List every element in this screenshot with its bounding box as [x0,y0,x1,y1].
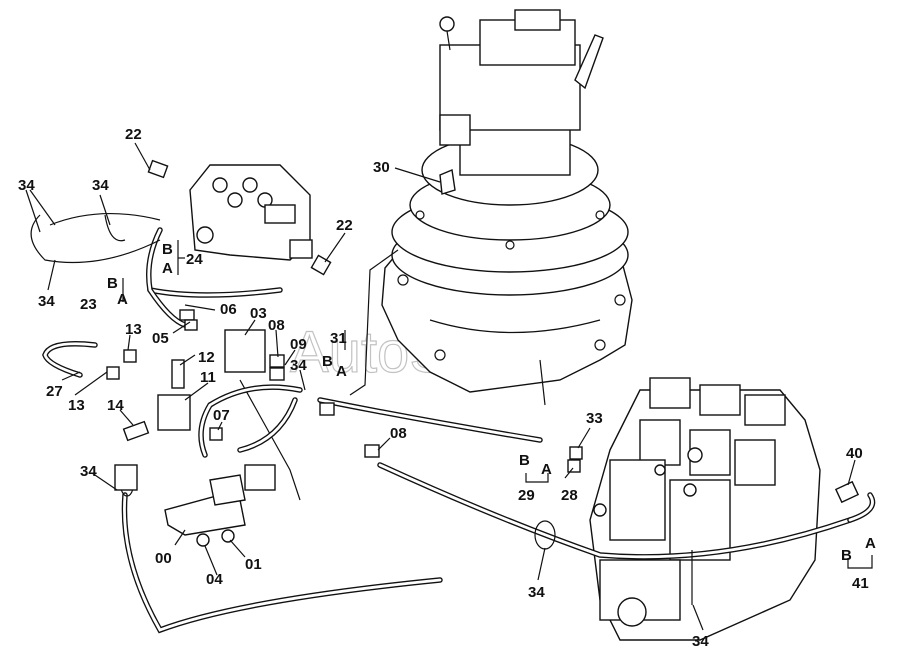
fittings [106,159,860,547]
label-A1: A [162,260,173,277]
pilot-valve [189,164,313,261]
label-07: 07 [213,407,230,424]
label-14: 14 [107,397,124,414]
label-31: 31 [330,330,347,347]
label-34e: 34 [80,463,97,480]
mounting-bracket [164,379,301,536]
label-41: 41 [852,575,869,592]
label-24: 24 [186,251,203,268]
junction-block-03 [224,329,266,373]
label-04: 04 [206,571,223,588]
label-40: 40 [846,445,863,462]
label-08b: 08 [390,425,407,442]
hoses [30,212,876,634]
label-34c: 34 [38,293,55,310]
label-03: 03 [250,305,267,322]
solenoid-block-11 [157,394,191,431]
label-34g: 34 [692,633,709,650]
label-34d: 34 [290,357,307,374]
label-B5: B [841,547,852,564]
control-valve [589,377,821,641]
label-12: 12 [198,349,215,366]
label-34a: 34 [18,177,35,194]
label-27: 27 [46,383,63,400]
label-A2: A [117,291,128,308]
label-05: 05 [152,330,169,347]
reference-labels: 22 34 34 34 B A 24 22 B 23 A 06 03 13 05… [18,126,876,650]
label-B2: B [107,275,118,292]
label-06: 06 [220,301,237,318]
label-00: 00 [155,550,172,567]
leader-lines [25,142,873,631]
label-13a: 13 [125,321,142,338]
label-01: 01 [245,556,262,573]
label-13b: 13 [68,397,85,414]
label-34f: 34 [528,584,545,601]
label-23: 23 [80,296,97,313]
label-09: 09 [290,336,307,353]
label-28: 28 [561,487,578,504]
label-B4: B [519,452,530,469]
label-33: 33 [586,410,603,427]
label-A4: A [541,461,552,478]
label-A5: A [865,535,876,552]
label-34b: 34 [92,177,109,194]
label-A3: A [336,363,347,380]
label-11: 11 [200,369,216,386]
label-B3: B [322,353,333,370]
label-B1: B [162,241,173,258]
label-30: 30 [373,159,390,176]
label-22b: 22 [336,217,353,234]
swing-motor [381,9,633,406]
label-22a: 22 [125,126,142,143]
label-29: 29 [518,487,535,504]
label-08a: 08 [268,317,285,334]
